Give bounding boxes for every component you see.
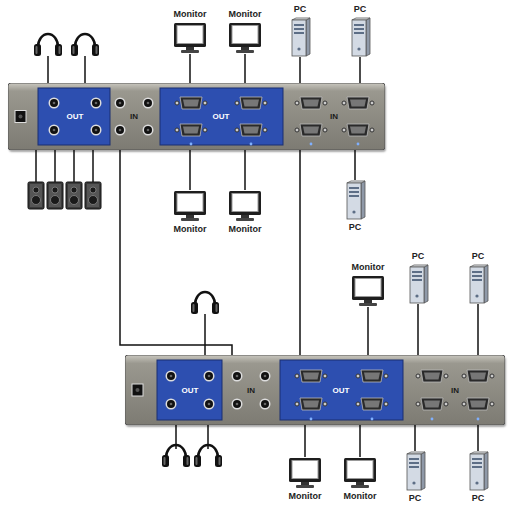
wire — [73, 150, 75, 182]
cable — [354, 150, 356, 180]
pc: PC — [290, 4, 311, 57]
cable — [359, 57, 361, 83]
monitor: Monitor — [173, 190, 207, 235]
headphones — [191, 292, 219, 314]
cable — [477, 304, 479, 355]
port-label-in: IN — [130, 112, 138, 121]
device-label: PC — [294, 4, 307, 15]
monitor-icon — [351, 275, 385, 307]
wire — [92, 150, 94, 182]
headphones — [71, 34, 99, 56]
headphones — [162, 445, 190, 467]
cable — [299, 150, 301, 355]
device-label: Monitor — [352, 262, 385, 273]
device-label: Monitor — [174, 9, 207, 20]
pc-tower-icon — [345, 180, 366, 220]
wire — [54, 150, 56, 182]
device-label: Monitor — [289, 491, 322, 502]
port-label-out: OUT — [67, 112, 84, 121]
device-label: Monitor — [229, 224, 262, 235]
cable — [244, 54, 246, 83]
cable — [414, 425, 416, 451]
pc-tower-icon — [468, 264, 489, 304]
device-label: Monitor — [174, 224, 207, 235]
pc-tower-icon — [408, 264, 429, 304]
speaker — [85, 182, 101, 209]
cable — [244, 150, 246, 190]
monitor-icon — [228, 22, 262, 54]
device-label: Monitor — [229, 9, 262, 20]
headphones — [194, 445, 222, 467]
cable — [477, 425, 479, 451]
pc-tower-icon — [350, 17, 371, 57]
pc: PC — [468, 451, 489, 504]
monitor-icon — [288, 457, 322, 489]
device-label: PC — [349, 222, 362, 233]
monitor: Monitor — [343, 457, 377, 502]
cable — [304, 425, 306, 457]
port-label-out: OUT — [333, 386, 350, 395]
cable — [299, 57, 301, 83]
port-label-out: OUT — [213, 112, 230, 121]
monitor: Monitor — [288, 457, 322, 502]
cable — [359, 425, 361, 457]
monitor-icon — [173, 22, 207, 54]
kvm-switch: OUT IN OUT IN — [125, 355, 505, 425]
cable — [189, 150, 191, 190]
port-label-out: OUT — [182, 386, 199, 395]
device-label: PC — [472, 251, 485, 262]
cable — [417, 304, 419, 355]
headphones — [34, 34, 62, 56]
device-label: PC — [412, 251, 425, 262]
port-label-in: IN — [247, 386, 255, 395]
pc: PC — [405, 451, 426, 504]
pc: PC — [468, 251, 489, 304]
monitor: Monitor — [228, 9, 262, 54]
wire — [35, 150, 37, 182]
kvm-switch: OUT IN OUT IN — [8, 83, 385, 150]
pc: PC — [345, 180, 366, 233]
kvm-switch-panel — [8, 83, 385, 150]
pc-tower-icon — [290, 17, 311, 57]
pc: PC — [350, 4, 371, 57]
cable — [189, 54, 191, 83]
pc-tower-icon — [468, 451, 489, 491]
speaker — [66, 182, 82, 209]
wire — [84, 56, 86, 83]
device-label: PC — [354, 4, 367, 15]
monitor-icon — [173, 190, 207, 222]
wire — [47, 56, 49, 83]
pc: PC — [408, 251, 429, 304]
monitor-icon — [343, 457, 377, 489]
device-label: PC — [409, 493, 422, 504]
wire — [204, 314, 206, 355]
device-label: Monitor — [344, 491, 377, 502]
monitor-icon — [228, 190, 262, 222]
speaker — [47, 182, 63, 209]
cable — [120, 150, 232, 355]
speaker — [28, 182, 44, 209]
port-label-in: IN — [330, 112, 338, 121]
cable — [367, 307, 369, 355]
monitor: Monitor — [351, 262, 385, 307]
monitor: Monitor — [228, 190, 262, 235]
port-label-in: IN — [451, 386, 459, 395]
monitor: Monitor — [173, 9, 207, 54]
device-label: PC — [472, 493, 485, 504]
pc-tower-icon — [405, 451, 426, 491]
